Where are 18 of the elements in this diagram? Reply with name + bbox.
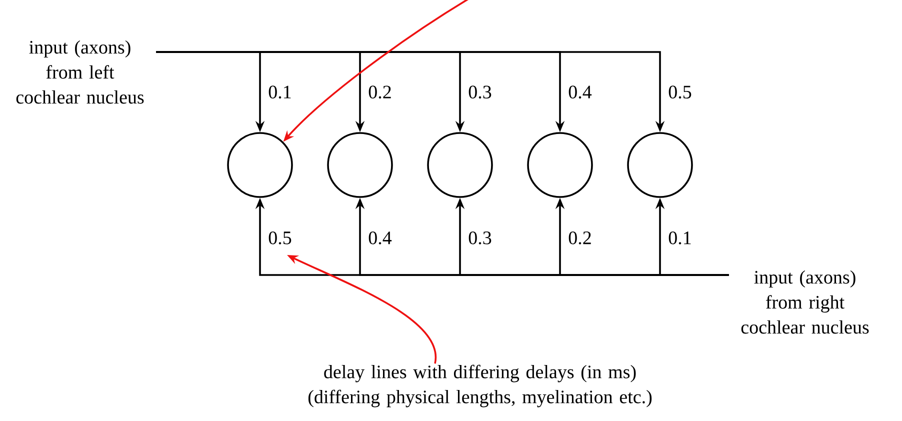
neuron-circle (327, 132, 393, 198)
edge-label: 0.2 (367, 84, 393, 100)
text-label: input (axons) from right cochlear nucleus (741, 270, 869, 334)
edge-label: 0.1 (667, 230, 693, 246)
neuron-circle (627, 132, 693, 198)
neuron-circle (427, 132, 493, 198)
edge-label: 0.5 (267, 230, 293, 246)
edge-label: 0.5 (667, 84, 693, 100)
edge-label: 0.1 (267, 84, 293, 100)
edge-label: 0.3 (467, 230, 493, 246)
text-label: delay lines with differing delays (in ms) (differing physical lengths, myelination etc.) (308, 364, 652, 408)
neuron-circle (227, 132, 293, 198)
text-label: input (axons) from left cochlear nucleus (16, 40, 144, 104)
edge-label: 0.4 (367, 230, 393, 246)
neuron-circle (527, 132, 593, 198)
edge-label: 0.3 (467, 84, 493, 100)
edge-label: 0.4 (567, 84, 593, 100)
edge-label: 0.2 (567, 230, 593, 246)
